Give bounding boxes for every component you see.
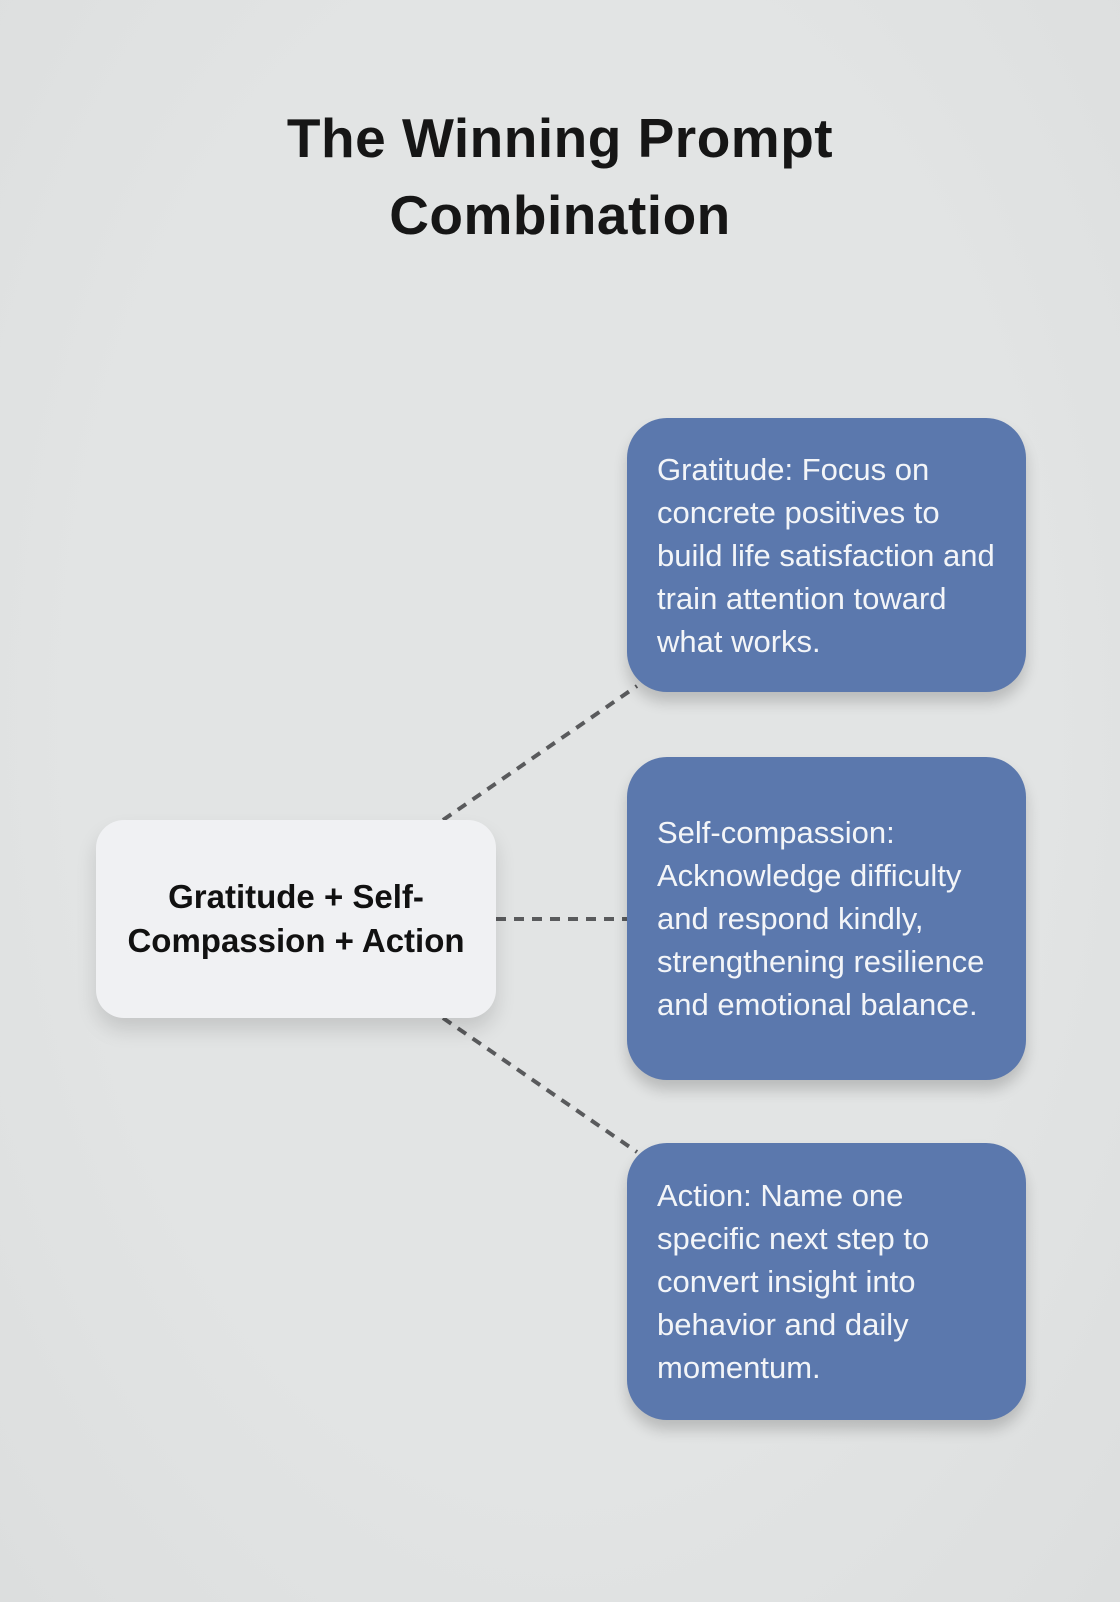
center-node: Gratitude + Self-Compassion + Action [96,820,496,1018]
branch-box-self-compassion-text: Self-compassion: Acknowledge difficulty … [657,815,985,1022]
branch-box-action-text: Action: Name one specific next step to c… [657,1178,930,1385]
connector-line-gratitude [441,684,639,822]
branch-box-gratitude: Gratitude: Focus on concrete positives t… [627,418,1026,692]
diagram-title: The Winning Prompt Combination [286,107,834,246]
branch-box-action: Action: Name one specific next step to c… [627,1143,1026,1420]
branch-box-gratitude-text: Gratitude: Focus on concrete positives t… [657,451,995,659]
branch-box-self-compassion: Self-compassion: Acknowledge difficulty … [627,757,1026,1080]
connector-line-action [441,1016,639,1154]
center-node-label: Gratitude + Self-Compassion + Action [127,878,465,959]
